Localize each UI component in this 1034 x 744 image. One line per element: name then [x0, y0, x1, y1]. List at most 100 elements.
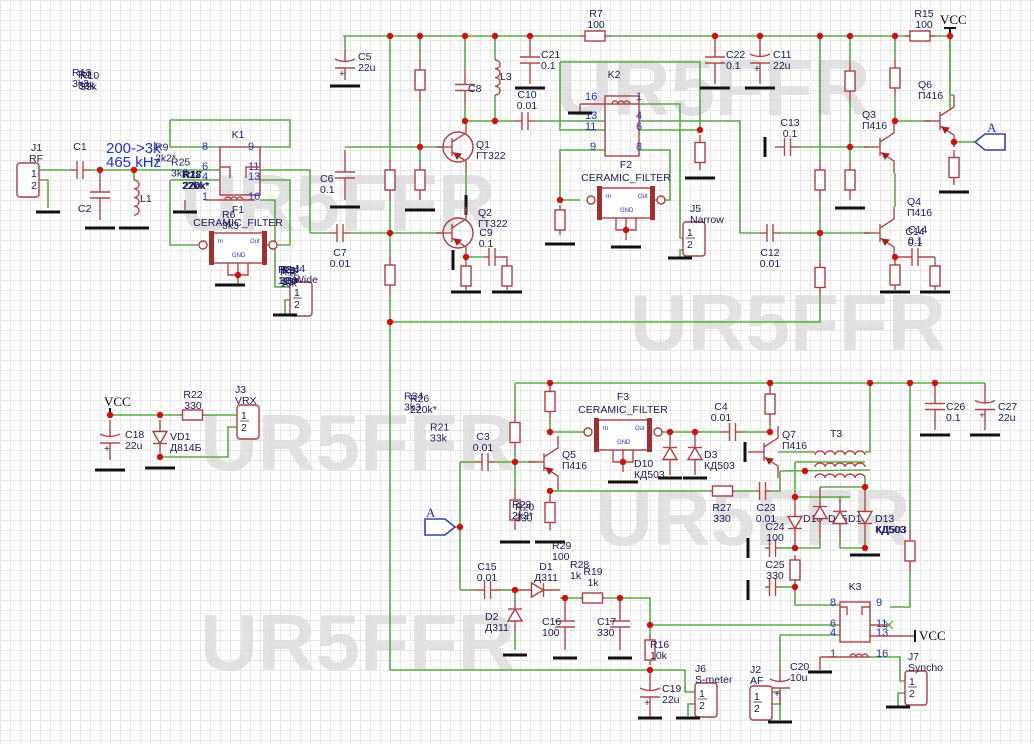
capacitor-ref: C26 — [946, 401, 965, 413]
connector-name: Narrow — [690, 214, 724, 226]
filter-ref: F1 — [232, 204, 244, 216]
junction-dot — [866, 379, 874, 387]
relay-coil — [224, 196, 244, 201]
transistor-arrow — [545, 467, 554, 475]
wire — [949, 36, 954, 96]
resistor-value: 10k — [280, 278, 298, 290]
resistor-ref: R19 — [583, 566, 602, 578]
filter-in-pin — [583, 427, 593, 437]
wire — [260, 169, 311, 233]
junction-dot — [906, 379, 914, 387]
capacitor-ref: C13 — [780, 117, 799, 129]
transistor-value: П416 — [918, 90, 943, 102]
junction-dot — [416, 32, 424, 40]
junction-dot — [696, 126, 704, 134]
capacitor-ref: C5 — [358, 51, 372, 63]
resistor-ref: R20 — [515, 502, 534, 514]
junction-dot — [130, 166, 138, 174]
diode-triangle — [151, 430, 169, 445]
relay-body — [839, 601, 871, 643]
filter-type: CERAMIC_FILTER — [581, 172, 671, 184]
transistor-arrow — [941, 126, 950, 134]
resistor-body — [789, 559, 801, 581]
resistor-ref: R29 — [552, 540, 571, 552]
resistor-ref: R11 — [182, 169, 201, 181]
capacitor-ref: C14 — [908, 224, 927, 236]
junction-dot — [931, 379, 939, 387]
lead — [861, 606, 870, 615]
junction-dot — [816, 32, 824, 40]
transistor-value: П416 — [907, 207, 932, 219]
junction-dot — [386, 229, 394, 237]
capacitor-ref: C1 — [73, 141, 87, 153]
relay-pin-number: 13 — [248, 171, 260, 183]
capacitor-ref: C22 — [726, 49, 745, 61]
capacitor-ref: C21 — [541, 49, 560, 61]
wire — [770, 471, 781, 492]
capacitor-ref: C6 — [320, 173, 334, 185]
connector-pin-1: 1 — [687, 227, 693, 239]
capacitor-value: 0.1 — [908, 237, 923, 249]
lead — [763, 426, 779, 448]
resistor-value: 220k* — [182, 180, 209, 192]
connector-ref: J5 — [690, 203, 701, 215]
resistor-value: 330 — [515, 513, 533, 525]
transistor-arrow — [881, 238, 890, 246]
capacitor-value: 0.01 — [760, 258, 781, 270]
connector-body — [694, 682, 718, 718]
connector-ref: J6 — [695, 663, 706, 675]
connector-name: AF — [750, 675, 763, 687]
diode-triangle — [786, 515, 804, 530]
junction-dot — [234, 271, 242, 279]
capacitor-ref: C14 — [905, 226, 924, 238]
capacitor-ref: C19 — [662, 683, 681, 695]
filter-out-label: Out — [638, 194, 648, 200]
port-a-connector[interactable] — [973, 133, 1006, 151]
port-a-connector[interactable] — [424, 518, 457, 536]
junction-dot — [791, 544, 799, 552]
transistor-arrow — [453, 238, 462, 246]
connector-body — [749, 685, 773, 721]
junction-dot — [619, 458, 627, 466]
capacitor-plate — [639, 687, 661, 692]
relay-pin-number: 9 — [876, 597, 882, 609]
transformer-coil — [814, 450, 866, 456]
lead — [220, 166, 231, 178]
transistor-ref: Q7 — [782, 429, 796, 441]
diode-triangle — [530, 581, 545, 599]
lead — [543, 436, 559, 458]
wire — [559, 62, 605, 131]
junction-dot — [156, 453, 164, 461]
resistor-ref: R9 — [155, 142, 169, 154]
relay-coil — [611, 100, 631, 105]
resistor-body — [554, 209, 566, 231]
transistor-ref: Q6 — [918, 79, 932, 91]
capacitor-value: 0.01 — [756, 513, 777, 525]
filter-gnd-label: GND — [232, 253, 246, 259]
filter-type: CERAMIC_FILTER — [578, 404, 668, 416]
wire — [559, 149, 605, 201]
junction-dot — [691, 428, 699, 436]
wire — [870, 656, 905, 682]
capacitor-value: 0.1 — [946, 412, 961, 424]
resistor-body — [711, 485, 734, 497]
resistor-value: 100 — [915, 19, 933, 31]
capacitor-plate — [974, 399, 996, 404]
resistor-ref: R21 — [430, 422, 449, 434]
capacitor-ref: C20 — [790, 661, 809, 673]
wire — [639, 120, 760, 234]
connector-body — [682, 221, 706, 257]
capacitor-ref: C12 — [760, 247, 779, 259]
lead — [840, 606, 848, 615]
filter-out-pin — [268, 240, 278, 250]
port-a-label-in: A — [426, 505, 436, 520]
transistor-value: П416 — [862, 120, 887, 132]
relay-pin-number: 1 — [636, 91, 642, 103]
junction-dot — [646, 621, 654, 629]
diode-ref: D1 — [539, 561, 553, 573]
filter-ref: F2 — [620, 159, 632, 171]
transistor-ref: Q4 — [907, 196, 921, 208]
wire — [839, 538, 865, 549]
filter-plate — [647, 418, 652, 452]
